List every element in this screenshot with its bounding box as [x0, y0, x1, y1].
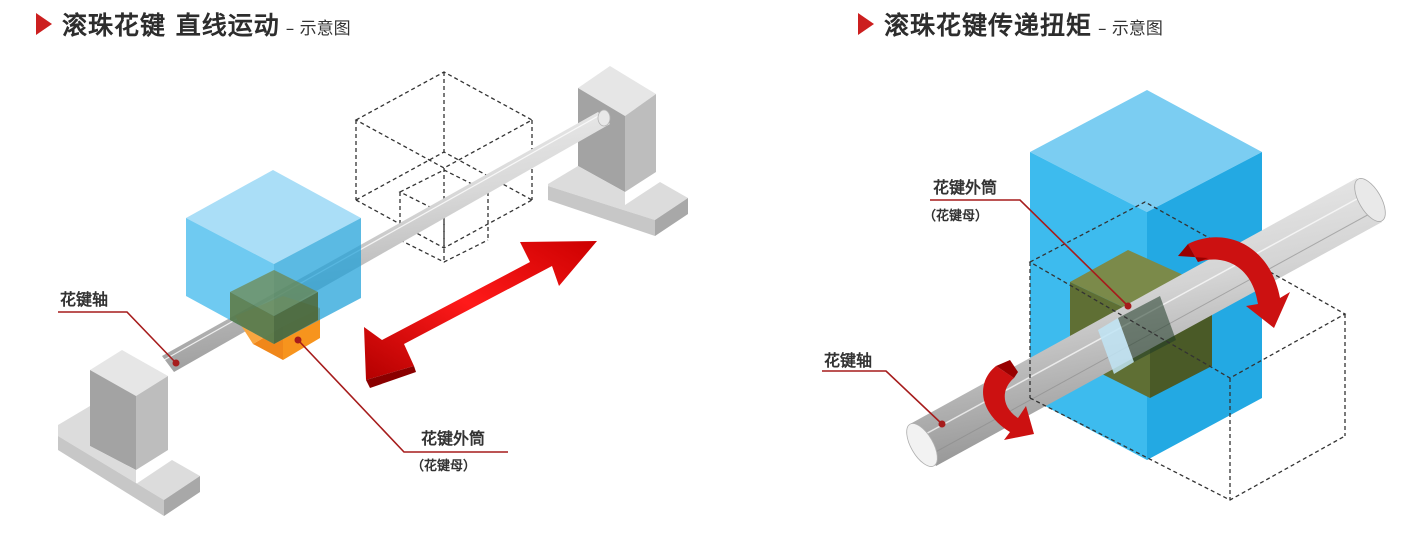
linear-motion-diagram: 花键轴 花键外筒 （花键母） [58, 66, 688, 516]
torque-arrow-upper-icon [1178, 237, 1290, 328]
right-title-subtitle: – 示意图 [1098, 19, 1163, 39]
nut-marker-dot [1124, 302, 1132, 310]
title-arrow-icon [858, 13, 874, 35]
nut-marker-dot [294, 336, 302, 344]
shaft-marker-dot [172, 359, 180, 367]
left-title-subtitle: – 示意图 [285, 19, 351, 39]
title-arrow-icon [36, 13, 52, 35]
left-title-text: 滚珠花键 直线运动 [62, 11, 280, 40]
left-title: 滚珠花键 直线运动 – 示意图 [36, 6, 351, 42]
leader-lines-right [822, 199, 1129, 425]
right-title-text: 滚珠花键传递扭矩 [884, 11, 1093, 40]
housing-cube-left [186, 170, 361, 344]
shaft-support-near [58, 350, 200, 516]
shaft-marker-dot [938, 420, 946, 428]
torque-arrow-lower-icon [983, 360, 1034, 440]
right-nut-sublabel: （花键母） [923, 208, 988, 224]
torque-transmission-diagram: 花键外筒 （花键母） 花键轴 [822, 90, 1386, 501]
right-nut-label: 花键外筒 [933, 178, 997, 197]
left-nut-sublabel: （花键母） [411, 458, 476, 474]
right-shaft-label: 花键轴 [824, 351, 872, 370]
linear-motion-arrow-icon [364, 241, 597, 388]
leader-lines-left [58, 311, 508, 453]
right-title: 滚珠花键传递扭矩 – 示意图 [858, 6, 1163, 42]
shaft-support-far [548, 66, 688, 236]
ghost-housing-outline [1028, 201, 1347, 501]
left-nut-label: 花键外筒 [421, 429, 485, 448]
left-shaft-label: 花键轴 [60, 290, 108, 309]
